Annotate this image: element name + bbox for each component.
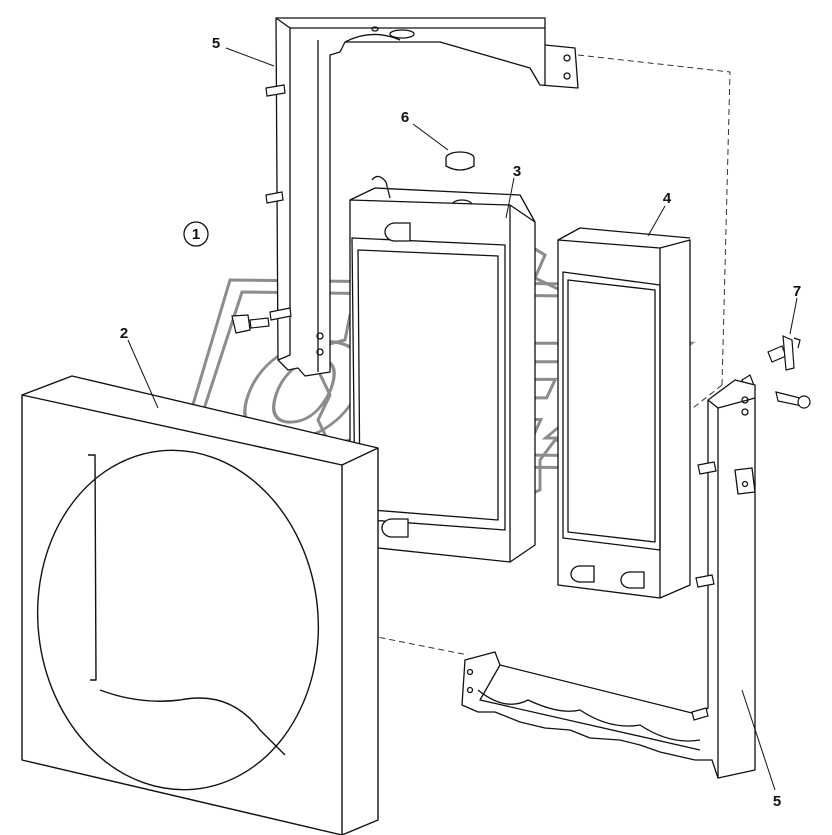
callout-view-1: 1 [192, 226, 200, 243]
callout-bottom-bracket: 5 [773, 793, 781, 810]
bracket-bolts [231, 84, 292, 334]
oil-cooler [557, 227, 691, 599]
callout-circle-1: 1 [183, 221, 209, 247]
callout-fan-shroud: 2 [120, 325, 128, 342]
fan-shroud [21, 375, 379, 835]
leader-lines [127, 47, 798, 791]
bottom-bracket [461, 379, 756, 779]
callout-radiator: 3 [513, 163, 521, 180]
bottom-bracket-bolts [691, 461, 717, 721]
top-bracket [275, 17, 579, 377]
callout-radiator-cap: 6 [401, 109, 409, 126]
drain-valve [741, 335, 811, 409]
callout-top-bracket: 5 [212, 35, 220, 52]
callout-drain-valve: 7 [793, 283, 801, 300]
callout-oil-cooler: 4 [663, 190, 672, 207]
